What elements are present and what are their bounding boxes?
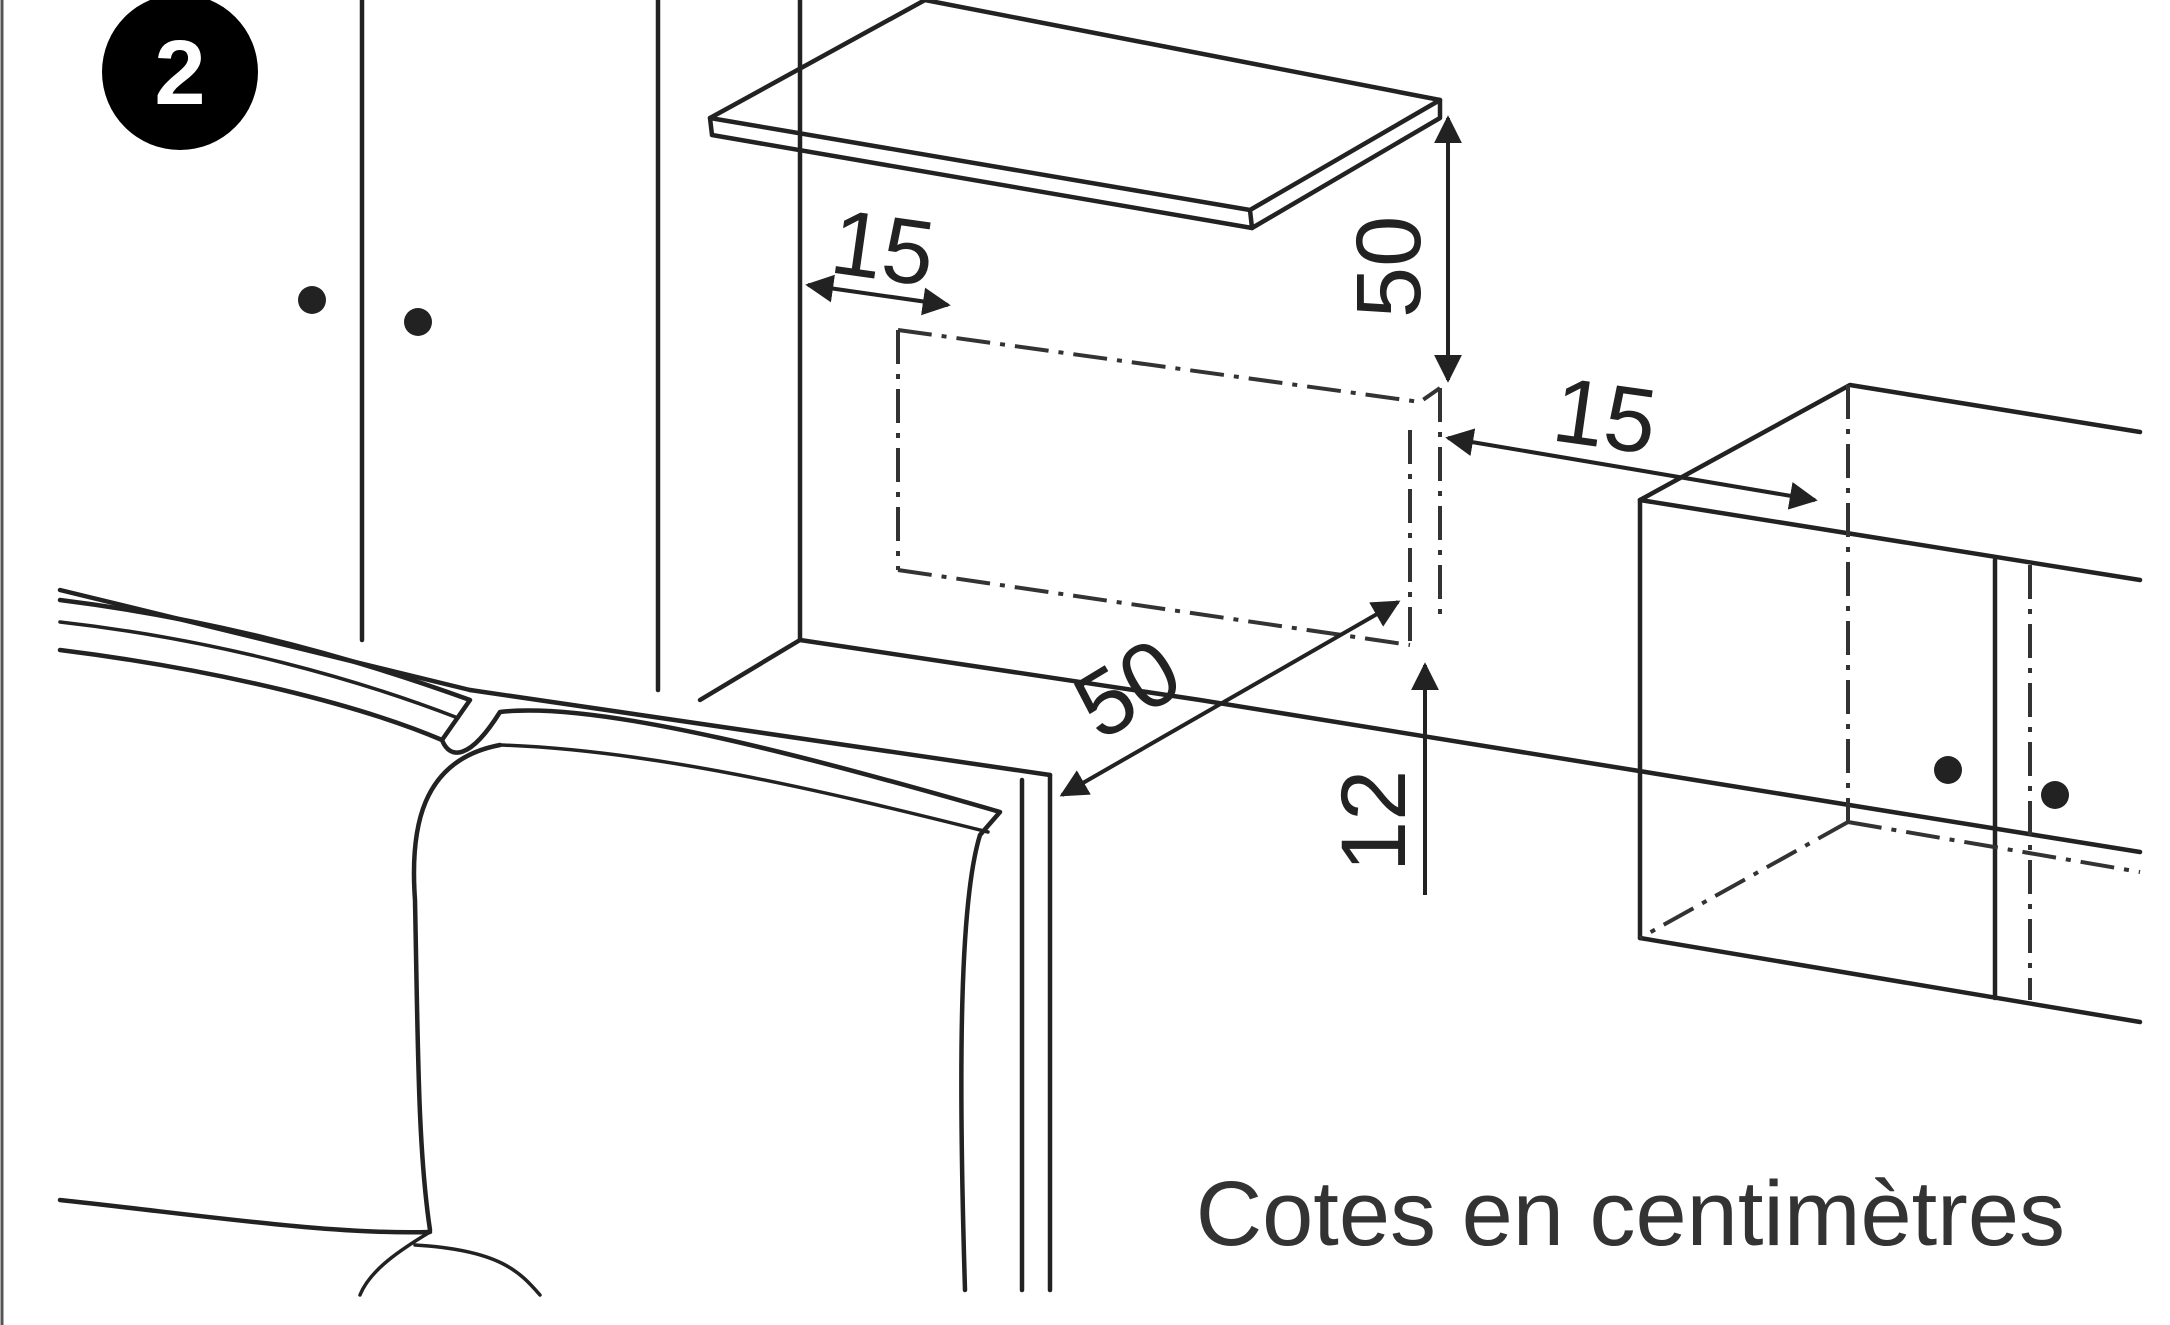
step-badge: 2 xyxy=(102,0,258,150)
shelf xyxy=(707,0,1443,231)
dim-label-left: 15 xyxy=(825,191,941,306)
dimension-lines xyxy=(805,115,1818,895)
units-caption: Cotes en centimètres xyxy=(1196,1163,2065,1265)
dim-label-right: 15 xyxy=(1547,359,1663,474)
dim-right-arrow xyxy=(1445,428,1818,510)
step-number: 2 xyxy=(154,22,205,124)
dim-label-top: 50 xyxy=(1338,216,1440,318)
dim-label-depth: 50 xyxy=(1058,619,1198,759)
dim-left-arrow xyxy=(805,274,951,316)
tv-unit xyxy=(57,587,1053,1293)
cabinet-knob-right xyxy=(2041,781,2069,809)
step-badge-circle xyxy=(102,0,258,150)
dim-depth-arrow xyxy=(1059,600,1401,797)
armchair xyxy=(57,597,1003,1297)
side-cabinet xyxy=(1637,382,2143,1025)
wardrobe-knob-right xyxy=(404,308,432,336)
appliance-outline xyxy=(896,328,1442,647)
wardrobe-knob-left xyxy=(298,286,326,314)
wardrobe xyxy=(298,0,661,693)
dim-label-bottom: 12 xyxy=(1323,770,1425,872)
cabinet-knob-left xyxy=(1934,756,1962,784)
